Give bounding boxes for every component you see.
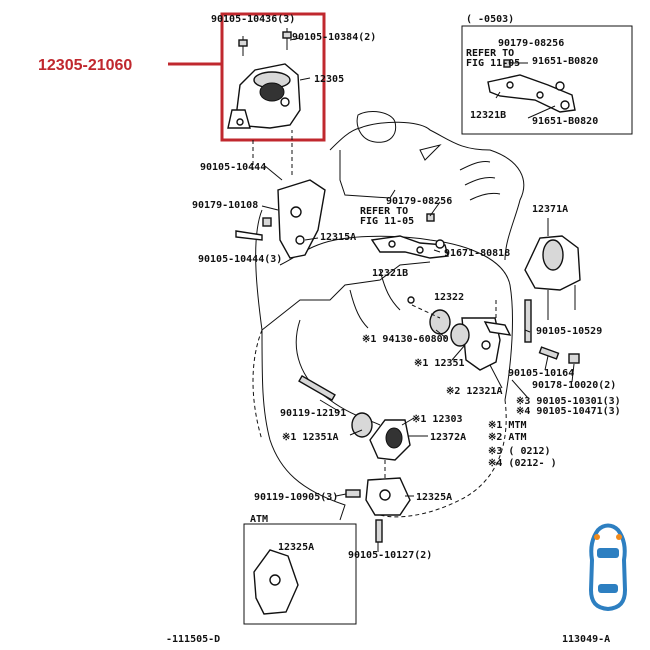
label-90178-10020: 90178-10020(2) [532,380,616,391]
label-12315A: 12315A [320,232,356,243]
diagram-code-left: -111505-D [166,634,220,645]
legend-mtm: ※1 MTM [488,420,526,431]
label-12321B-top: 12321B [470,110,506,121]
label-variant-0503: ( -0503) [466,14,514,25]
label-fig-11-05-mid: FIG 11-05 [360,216,414,227]
label-refer-to-top: REFER TO [466,48,514,59]
label-90105-10529: 90105-10529 [536,326,602,337]
label-91651-b0820-bottom: 91651-B0820 [532,116,598,127]
label-90105-10444: 90105-10444 [200,162,266,173]
bracket-12321B-lower[interactable] [370,213,449,259]
atm-inset-box [243,523,357,625]
label-12325A-atm: 12325A [278,542,314,553]
label-90105-10471: ※4 90105-10471(3) [516,406,621,417]
diagram-code-right: 113049-A [562,634,610,645]
label-12372A: 12372A [430,432,466,443]
bracket-12321B-upper[interactable] [487,59,576,113]
label-90119-10905: 90119-10905(3) [254,492,338,503]
variant-box-0503 [461,25,633,135]
label-12303: ※1 12303 [412,414,463,425]
label-12351: ※1 12351 [414,358,465,369]
label-90105-10384: 90105-10384(2) [292,32,376,43]
label-atm-inset: ATM [250,514,268,525]
label-fig-11-05-top: FIG 11-05 [466,58,520,69]
label-90179-10108: 90179-10108 [192,200,258,211]
label-90105-10301: ※3 90105-10301(3) [516,396,621,407]
label-90105-10127: 90105-10127(2) [348,550,432,561]
label-94130-60800: ※1 94130-60800 [362,334,449,345]
label-12325A: 12325A [416,492,452,503]
highlight-box [220,12,326,142]
label-91671-80818: 91671-80818 [444,248,510,259]
car-top-view-icon [588,523,628,612]
legend-atm: ※2 ATM [488,432,526,443]
label-12371A: 12371A [532,204,568,215]
label-90179-08256-mid: 90179-08256 [386,196,452,207]
label-12351A: ※1 12351A [282,432,339,443]
label-12305: 12305 [314,74,344,85]
label-12321B-mid: 12321B [372,268,408,279]
label-refer-to-mid: REFER TO [360,206,408,217]
label-12322: 12322 [434,292,464,303]
legend-after-0212: ※4 (0212- ) [488,458,557,469]
label-90119-12191: 90119-12191 [280,408,346,419]
label-90105-10164: 90105-10164 [508,368,574,379]
mount-assembly-12321A[interactable] [407,296,512,371]
label-12321A: ※2 12321A [446,386,503,397]
atm-bracket-12325A[interactable] [253,549,299,615]
part-labels: 90105-10436(3) 90105-10384(2) 12305 9010… [166,14,621,645]
label-90179-08256-top: 90179-08256 [498,38,564,49]
label-91651-b0820-top: 91651-B0820 [532,56,598,67]
label-90105-10444-3: 90105-10444(3) [198,254,282,265]
label-90105-10436: 90105-10436(3) [211,14,295,25]
mount-bracket-12325A[interactable] [345,477,411,543]
highlight-part-number: 12305-21060 [38,57,132,74]
leader-lines [261,37,575,552]
engine-mount-12372A[interactable] [298,374,411,480]
engine-mount-12305[interactable] [227,28,301,129]
legend-before-0212: ※3 ( 0212) [488,446,551,457]
engine-mount-12371A[interactable] [524,235,581,364]
